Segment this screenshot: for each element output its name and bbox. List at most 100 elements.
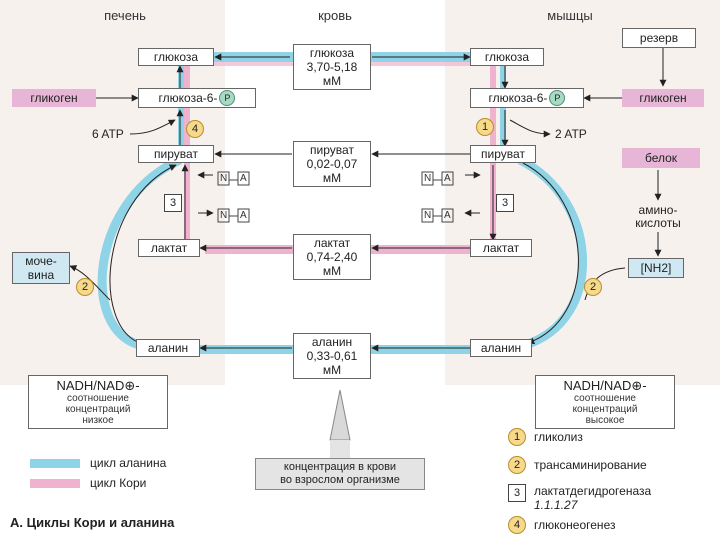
liver-lactate-label: лактат bbox=[150, 241, 188, 255]
muscle-alanine-label: аланин bbox=[480, 341, 522, 355]
legend-glycolysis: 1 гликолиз bbox=[508, 428, 583, 446]
arrow-atp-liver bbox=[129, 119, 176, 135]
blood-lactate-box: лактат 0,74-2,40 мМ bbox=[293, 234, 371, 280]
liver-glycogen-tag: гликоген bbox=[12, 89, 96, 107]
liver-glucose-box: глюкоза bbox=[138, 48, 214, 66]
callout-pointer-join bbox=[330, 440, 350, 458]
reserve-label: резерв bbox=[639, 31, 679, 45]
blood-glucose-label: глюкоза 3,70-5,18 мМ bbox=[306, 46, 358, 88]
liver-pyruvate-label: пируват bbox=[154, 147, 198, 161]
nadh-bracket-muscle-bottom bbox=[421, 208, 454, 223]
amino-acids-label: амино- кислоты bbox=[635, 203, 681, 230]
legend-ldh-text: лактатдегидрогеназа 1.1.1.27 bbox=[534, 484, 651, 512]
legend-marker-1: 1 bbox=[508, 428, 526, 446]
nadh-n-muscle-1: N bbox=[424, 173, 432, 184]
marker-transamination-muscle: 2 bbox=[584, 278, 602, 296]
muscle-glycogen-tag: гликоген bbox=[622, 89, 704, 107]
legend-cori-swatch bbox=[30, 478, 80, 488]
nadh-n-muscle-2: N bbox=[424, 210, 432, 221]
legend-cori-cycle: цикл Кори bbox=[30, 476, 146, 490]
figure-caption: А. Циклы Кори и аланина bbox=[10, 515, 175, 530]
nadh-n-liver-2: N bbox=[220, 210, 228, 221]
legend-gluconeogenesis: 4 глюконеогенез bbox=[508, 516, 615, 534]
legend-marker-2: 2 bbox=[508, 456, 526, 474]
reserve-box: резерв bbox=[622, 28, 696, 48]
liver-glycogen-label: гликоген bbox=[30, 91, 78, 105]
muscle-lactate-label: лактат bbox=[482, 241, 520, 255]
muscle-arc-line bbox=[522, 162, 579, 345]
legend-alanine-label: цикл аланина bbox=[90, 456, 167, 470]
muscle-lactate-box: лактат bbox=[470, 239, 532, 257]
blood-callout-label: концентрация в крови во взрослом организ… bbox=[280, 461, 400, 486]
ratio-low-desc: соотношение концентраций низкое bbox=[65, 392, 131, 426]
muscle-pyruvate-box: пируват bbox=[470, 145, 536, 163]
legend-glycolysis-label: гликолиз bbox=[534, 430, 583, 444]
urea-box: моче- вина bbox=[12, 252, 70, 284]
muscle-atp-label: 2 ATP bbox=[555, 127, 587, 141]
marker-transamination-liver: 2 bbox=[76, 278, 94, 296]
liver-glucose6-label: глюкоза-6- bbox=[158, 91, 218, 105]
nadh-a-muscle-1: A bbox=[444, 173, 451, 184]
liver-alanine-box: аланин bbox=[136, 339, 200, 357]
blood-pyruvate-box: пируват 0,02-0,07 мМ bbox=[293, 141, 371, 187]
legend-marker-3: 3 bbox=[508, 484, 526, 502]
liver-alanine-label: аланин bbox=[147, 341, 189, 355]
liver-atp-label: 6 ATP bbox=[92, 127, 124, 141]
callout-pointer bbox=[329, 389, 351, 441]
muscle-alanine-arc bbox=[517, 155, 587, 350]
ratio-low-title: NADH/NAD⊕- bbox=[56, 377, 140, 393]
blood-glucose-box: глюкоза 3,70-5,18 мМ bbox=[293, 44, 371, 90]
arrow-atp-muscle bbox=[509, 119, 551, 138]
protein-label: белок bbox=[644, 151, 678, 165]
legend-cori-label: цикл Кори bbox=[90, 476, 147, 490]
muscle-glucose6-label: глюкоза-6- bbox=[488, 91, 548, 105]
legend-ldh-ec: 1.1.1.27 bbox=[534, 498, 578, 512]
protein-tag: белок bbox=[622, 148, 700, 168]
marker-glycolysis-muscle: 1 bbox=[476, 118, 494, 136]
marker-ldh-liver: 3 bbox=[164, 194, 182, 212]
ratio-high-desc: соотношение концентраций высокое bbox=[572, 392, 638, 426]
liver-arc-line bbox=[109, 164, 177, 344]
marker-gluconeogenesis-liver: 4 bbox=[186, 120, 204, 138]
ratio-low-note: NADH/NAD⊕- соотношение концентраций низк… bbox=[28, 375, 168, 429]
blood-concentration-callout: концентрация в крови во взрослом организ… bbox=[255, 458, 425, 490]
blood-lactate-label: лактат 0,74-2,40 мМ bbox=[306, 236, 358, 278]
muscle-alanine-box: аланин bbox=[470, 339, 532, 357]
nadh-a-liver-1: A bbox=[240, 173, 247, 184]
liver-pyruvate-box: пируват bbox=[138, 145, 214, 163]
liver-column-title: печень bbox=[104, 8, 146, 23]
blood-alanine-label: аланин 0,33-0,61 мМ bbox=[306, 335, 358, 377]
blood-pyruvate-label: пируват 0,02-0,07 мМ bbox=[306, 143, 358, 185]
legend-marker-4: 4 bbox=[508, 516, 526, 534]
muscle-glucose6p-box: глюкоза-6-P bbox=[470, 88, 584, 108]
nadh-a-muscle-2: A bbox=[444, 210, 451, 221]
ratio-high-note: NADH/NAD⊕- соотношение концентраций высо… bbox=[535, 375, 675, 429]
nadh-a-liver-2: A bbox=[240, 210, 247, 221]
nh2-label: [NH2] bbox=[640, 261, 672, 275]
muscle-column-title: мышцы bbox=[547, 8, 593, 23]
muscle-glycogen-label: гликоген bbox=[639, 91, 687, 105]
ratio-high-title: NADH/NAD⊕- bbox=[563, 377, 647, 393]
legend-ldh-label: лактатдегидрогеназа bbox=[534, 484, 652, 498]
nadh-n-liver-1: N bbox=[220, 173, 228, 184]
muscle-glucose-label: глюкоза bbox=[484, 50, 530, 64]
nh2-box: [NH2] bbox=[628, 258, 684, 278]
blood-column-title: кровь bbox=[318, 8, 352, 23]
muscle-glucose-box: глюкоза bbox=[470, 48, 544, 66]
liver-alanine-arc bbox=[97, 155, 182, 350]
arrow-nh2-arc bbox=[584, 267, 626, 301]
liver-glucose6p-box: глюкоза-6-P bbox=[138, 88, 256, 108]
nadh-bracket-liver-bottom bbox=[217, 208, 250, 223]
legend-ldh: 3 лактатдегидрогеназа 1.1.1.27 bbox=[508, 484, 651, 512]
legend-alanine-swatch bbox=[30, 458, 80, 468]
liver-lactate-box: лактат bbox=[138, 239, 200, 257]
muscle-phosphate-chip: P bbox=[549, 90, 566, 106]
blood-alanine-box: аланин 0,33-0,61 мМ bbox=[293, 333, 371, 379]
urea-label: моче- вина bbox=[25, 254, 57, 282]
muscle-pyruvate-label: пируват bbox=[481, 147, 525, 161]
liver-phosphate-chip: P bbox=[219, 90, 236, 106]
marker-ldh-muscle: 3 bbox=[496, 194, 514, 212]
legend-transamination-label: трансаминирование bbox=[534, 458, 647, 472]
nadh-bracket-muscle-top bbox=[421, 171, 454, 186]
